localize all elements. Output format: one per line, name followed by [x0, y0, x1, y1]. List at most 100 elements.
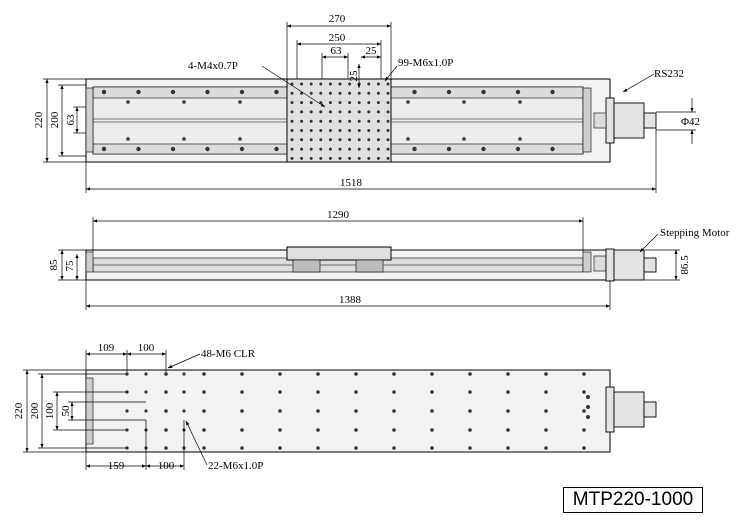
- carriage-hole: [386, 101, 390, 105]
- carriage-hole: [300, 147, 304, 151]
- carriage-hole: [386, 129, 390, 132]
- base-hole: [582, 409, 586, 413]
- base-hole: [164, 409, 168, 413]
- carriage-hole: [338, 129, 342, 132]
- carriage-hole: [376, 91, 380, 95]
- carriage-hole: [348, 138, 352, 142]
- base-hole: [354, 372, 358, 376]
- base-hole: [582, 428, 586, 432]
- base-hole: [316, 372, 320, 376]
- base-hole: [430, 390, 434, 394]
- rail-hole: [446, 146, 452, 152]
- dim-25-horizontal: 25: [366, 45, 378, 57]
- side-motor: [613, 249, 645, 281]
- base-hole: [202, 390, 206, 394]
- carriage-hole: [348, 110, 352, 114]
- carriage-hole: [328, 110, 332, 114]
- base-hole: [182, 137, 186, 141]
- carriage-hole: [290, 156, 294, 160]
- rail-hole: [101, 89, 107, 95]
- carriage-hole: [328, 119, 332, 123]
- base-hole: [182, 372, 186, 376]
- carriage-hole: [319, 119, 323, 123]
- carriage-hole: [300, 129, 304, 132]
- carriage-hole: [319, 91, 323, 95]
- base-hole: [544, 446, 548, 450]
- base-hole: [202, 409, 206, 413]
- carriage-hole: [376, 156, 380, 160]
- base-hole: [518, 100, 522, 104]
- dim-100-bottom: 100: [158, 460, 175, 472]
- carriage-hole: [357, 129, 361, 132]
- base-hole: [586, 415, 590, 419]
- dim-220-bottom: 220: [13, 402, 25, 419]
- carriage-hole: [376, 129, 380, 132]
- carriage-hole: [309, 82, 313, 86]
- carriage-hole: [338, 138, 342, 142]
- dim-220: 220: [33, 111, 45, 128]
- carriage-hole: [376, 82, 380, 86]
- base-hole: [354, 446, 358, 450]
- base-hole: [392, 428, 396, 432]
- callout-99-m6: 99-M6x1.0P: [398, 57, 453, 69]
- rail-hole: [515, 146, 521, 152]
- carriage-hole: [300, 119, 304, 123]
- rail-hole: [481, 146, 486, 152]
- base-hole: [240, 409, 244, 413]
- carriage-hole: [357, 138, 361, 142]
- dim-1388: 1388: [339, 294, 362, 306]
- carriage-hole: [338, 82, 342, 86]
- bottom-mounting-holes: [125, 372, 590, 450]
- dim-100-vertical: 100: [44, 402, 56, 419]
- base-hole: [126, 100, 130, 104]
- base-hole: [544, 409, 548, 413]
- carriage-hole: [328, 101, 332, 105]
- base-hole: [544, 372, 548, 376]
- base-hole: [430, 446, 434, 450]
- carriage-hole: [309, 147, 313, 151]
- dim-159: 159: [108, 460, 125, 472]
- top-carriage-hole-grid: [290, 82, 390, 160]
- base-hole: [278, 428, 282, 432]
- carriage-hole: [357, 156, 361, 160]
- carriage-hole: [357, 101, 361, 105]
- base-hole: [506, 390, 510, 394]
- base-hole: [202, 446, 206, 450]
- carriage-hole: [367, 156, 371, 160]
- carriage-hole: [348, 91, 352, 95]
- bottom-view: 109 100 48-M6 CLR 220 200 100 50 159 100…: [13, 342, 657, 472]
- carriage-hole: [348, 82, 352, 86]
- base-hole: [182, 390, 186, 394]
- base-hole: [278, 390, 282, 394]
- carriage-hole: [290, 101, 294, 105]
- base-hole: [518, 137, 522, 141]
- dim-25-vertical: 25: [348, 70, 360, 82]
- carriage-hole: [300, 101, 304, 105]
- base-hole: [316, 390, 320, 394]
- base-hole: [316, 446, 320, 450]
- base-hole: [392, 372, 396, 376]
- base-hole: [125, 409, 129, 413]
- dim-109: 109: [98, 342, 115, 354]
- rail-hole: [274, 89, 279, 95]
- carriage-hole: [367, 101, 371, 105]
- base-hole: [406, 100, 410, 104]
- carriage-hole: [376, 147, 380, 151]
- carriage-hole: [367, 91, 371, 95]
- carriage-hole: [367, 110, 371, 114]
- dim-1518: 1518: [340, 177, 363, 189]
- base-hole: [582, 390, 586, 394]
- rail-hole: [136, 146, 141, 152]
- base-hole: [430, 428, 434, 432]
- carriage-hole: [290, 147, 294, 151]
- base-hole: [506, 409, 510, 413]
- carriage-hole: [290, 129, 294, 132]
- carriage-hole: [309, 110, 313, 114]
- carriage-hole: [338, 119, 342, 123]
- carriage-hole: [348, 156, 352, 160]
- carriage-hole: [338, 156, 342, 160]
- base-hole: [202, 372, 206, 376]
- base-hole: [316, 428, 320, 432]
- side-carriage: [286, 246, 392, 261]
- base-hole: [392, 446, 396, 450]
